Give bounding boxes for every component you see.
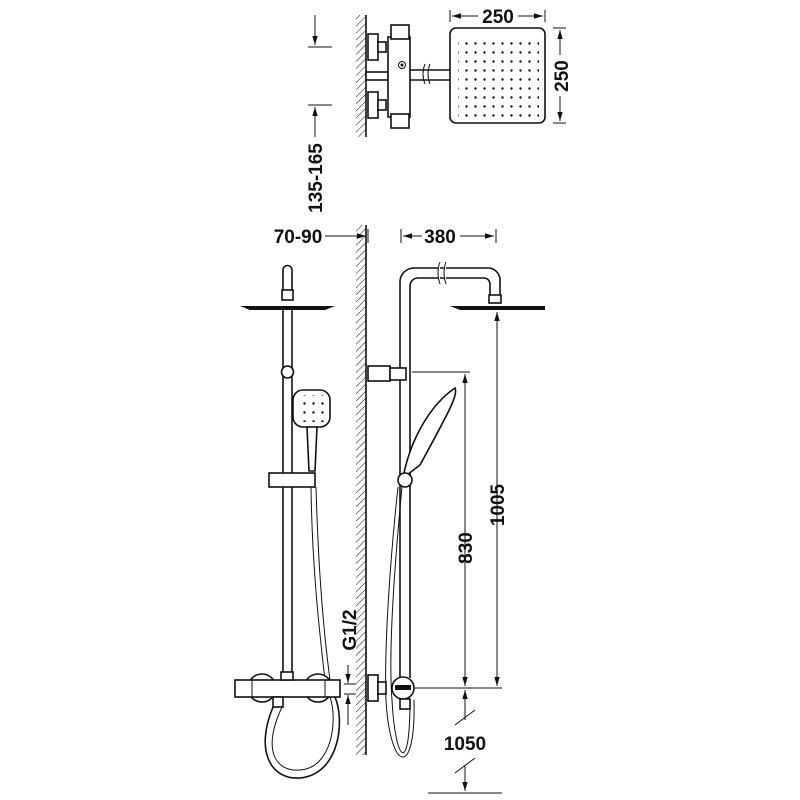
hand-shower-side bbox=[401, 386, 457, 480]
dim-holder-height: 830 bbox=[456, 532, 477, 564]
dim-inlet-spacing: 135-165 bbox=[306, 143, 327, 213]
mixer-side bbox=[367, 674, 415, 710]
dim-head-width: 250 bbox=[482, 7, 514, 28]
nozzle-pattern bbox=[458, 36, 539, 117]
dim-arm-projection: 380 bbox=[424, 227, 456, 248]
dim-head-depth: 250 bbox=[552, 60, 573, 92]
hand-shower-front bbox=[292, 389, 331, 472]
wall-hatch-top bbox=[356, 15, 366, 137]
rain-head-side bbox=[450, 306, 545, 310]
dim-wall-offset: 70-90 bbox=[274, 227, 323, 248]
rain-head-front bbox=[240, 306, 335, 310]
top-view: 250 250 135-165 bbox=[306, 7, 573, 213]
mixer-top bbox=[365, 24, 411, 129]
dim-floor-height: 1050 bbox=[444, 734, 486, 755]
wall-bracket bbox=[367, 365, 391, 382]
front-view: G1/2 bbox=[234, 264, 361, 779]
rod-bracket bbox=[280, 365, 295, 379]
slide-holder bbox=[268, 472, 316, 488]
dim-inlet-thread: G1/2 bbox=[340, 609, 361, 650]
wall-hatch-side bbox=[356, 225, 366, 755]
dim-head-height: 1005 bbox=[488, 483, 509, 526]
side-view: 830 1005 1050 bbox=[356, 225, 545, 794]
thermostatic-mixer-front bbox=[234, 671, 341, 708]
